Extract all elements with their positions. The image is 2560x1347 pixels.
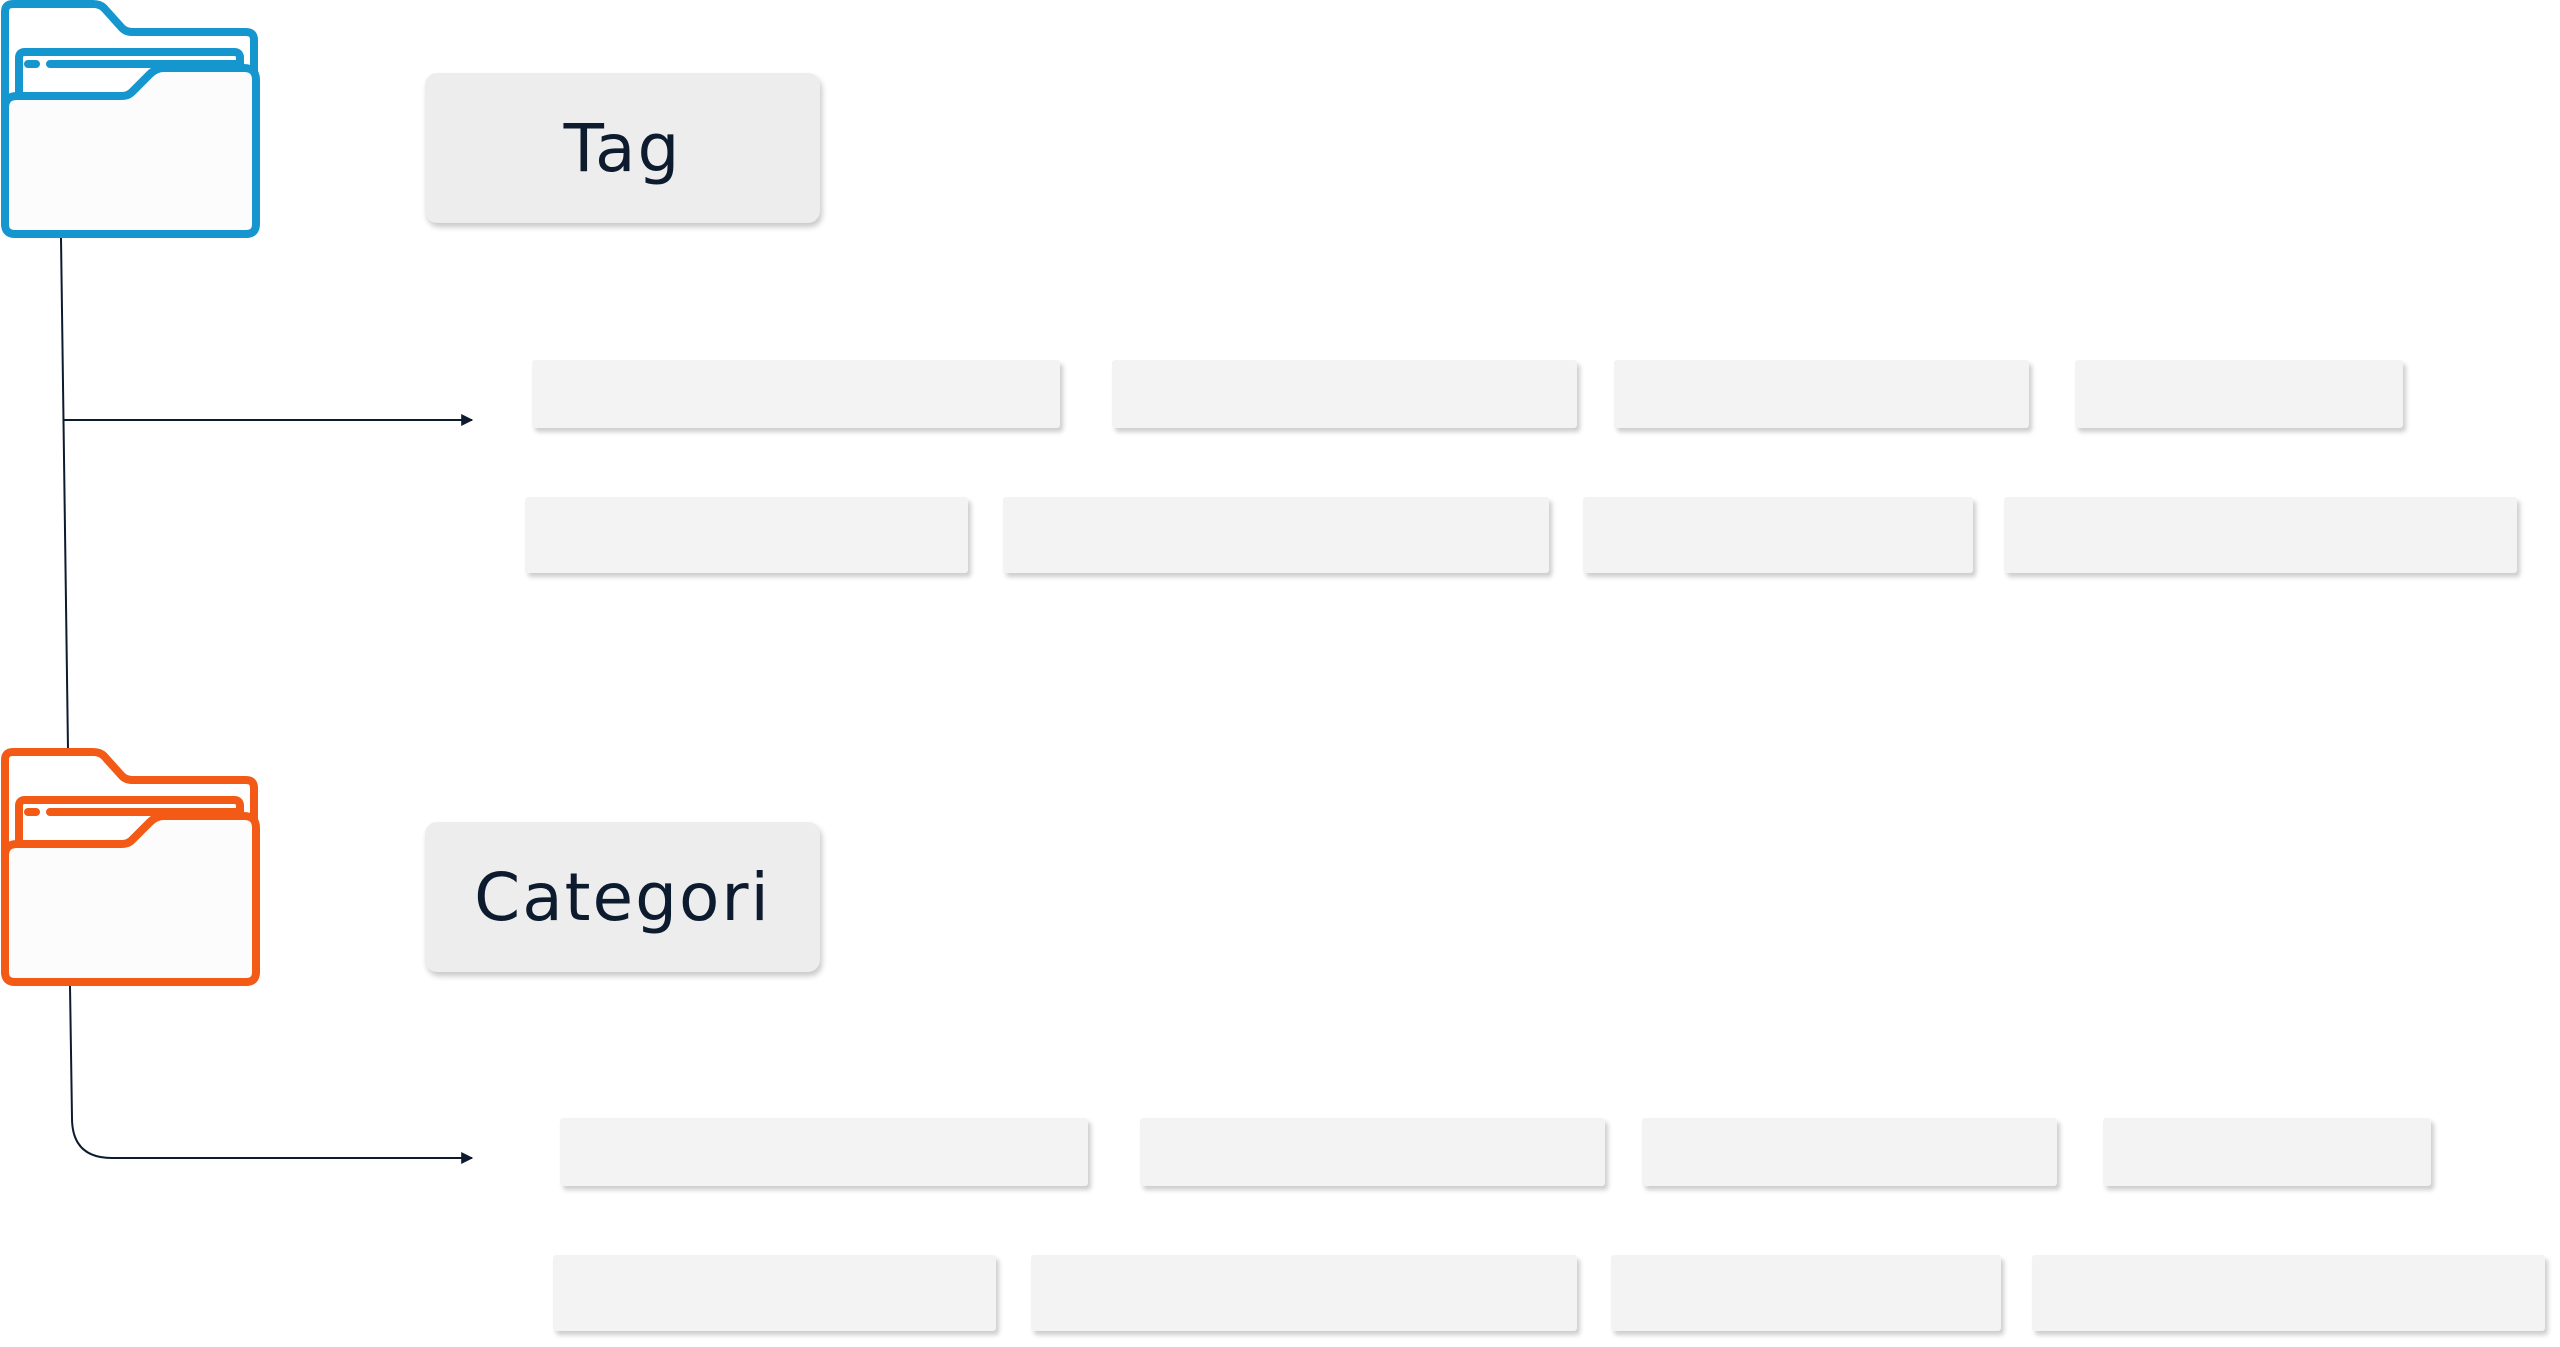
tag-chip — [525, 497, 968, 573]
categori-label-box: Categori — [425, 822, 820, 972]
categori-chip — [1611, 1255, 2001, 1331]
categori-chip — [553, 1255, 996, 1331]
vertical-connector — [60, 237, 69, 751]
categori-chip — [1642, 1118, 2057, 1186]
tag-chip — [2004, 497, 2517, 573]
categori-arrow — [69, 985, 474, 1164]
categori-chip — [2032, 1255, 2545, 1331]
tag-label: Tag — [563, 109, 682, 187]
folder-icon — [0, 0, 262, 240]
tag-chip — [2075, 360, 2403, 428]
categori-chip — [560, 1118, 1088, 1186]
tag-chip — [532, 360, 1060, 428]
tag-chip — [1614, 360, 2029, 428]
tag-chip — [1003, 497, 1549, 573]
categori-chip — [1031, 1255, 1577, 1331]
tag-label-box: Tag — [425, 73, 820, 223]
categori-label: Categori — [474, 858, 771, 936]
categori-chip — [1140, 1118, 1605, 1186]
categori-chip — [2103, 1118, 2431, 1186]
tag-chip — [1583, 497, 1973, 573]
folder-icon — [0, 748, 262, 988]
tag-chip — [1112, 360, 1577, 428]
